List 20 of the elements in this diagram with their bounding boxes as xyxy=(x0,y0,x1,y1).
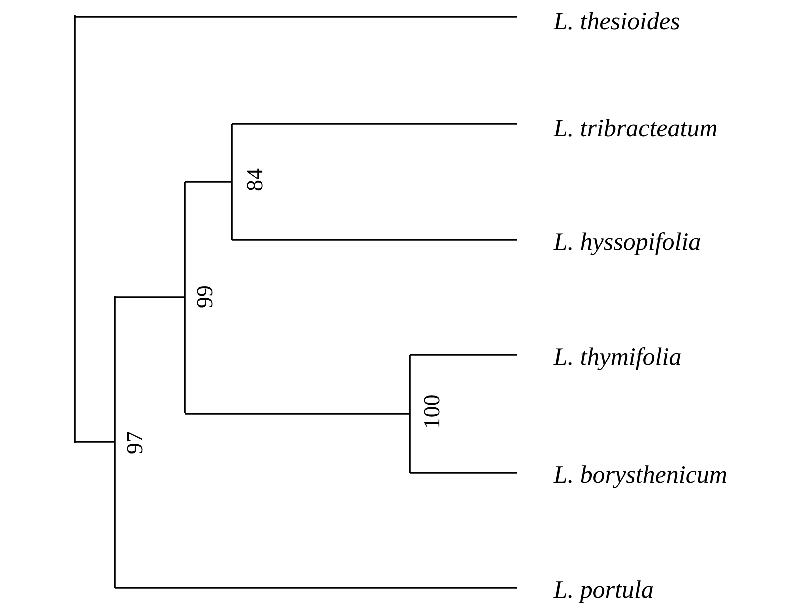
branch-line xyxy=(75,441,115,443)
taxon-label: L. borysthenicum xyxy=(554,466,726,488)
branch-line xyxy=(185,181,232,183)
branch-line xyxy=(185,413,410,415)
branch-line xyxy=(410,354,517,356)
branch-line xyxy=(75,16,517,18)
branch-line xyxy=(115,296,185,298)
taxon-label: L. thymifolia xyxy=(554,348,681,370)
taxon-label: L. tribracteatum xyxy=(554,119,717,137)
support-value: 97 xyxy=(127,432,143,454)
taxon-label: L. portula xyxy=(554,580,653,604)
taxon-label: L. thesioides xyxy=(554,12,680,30)
taxon-label: L. hyssopifolia xyxy=(554,232,700,256)
support-value: 99 xyxy=(197,286,213,308)
branch-line xyxy=(232,123,517,125)
branch-line xyxy=(232,239,517,241)
support-value: 84 xyxy=(247,168,263,191)
branch-line xyxy=(115,587,517,589)
branch-line xyxy=(410,472,517,474)
support-value: 100 xyxy=(424,396,440,428)
